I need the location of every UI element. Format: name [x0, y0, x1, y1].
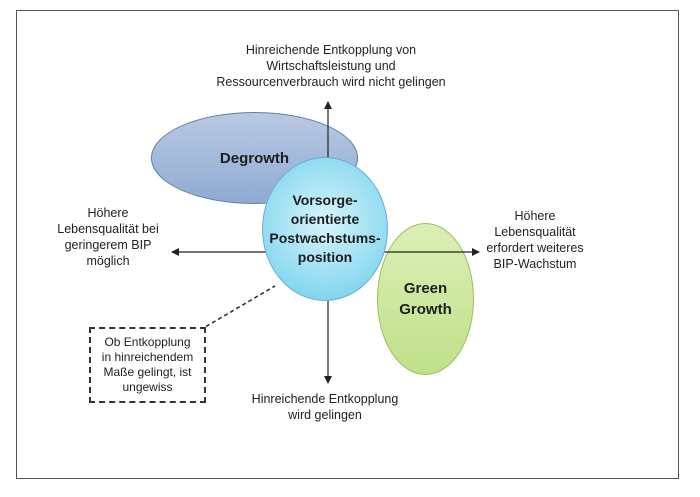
center-line-3: Postwachstums-: [269, 230, 381, 246]
left-label-line-3: geringerem BIP: [64, 238, 152, 252]
uncertainty-note-box: Ob Entkopplung in hinreichendem Maße gel…: [89, 327, 206, 403]
note-line-1: Ob Entkopplung: [104, 335, 191, 349]
note-line-3: Maße gelingt, ist: [103, 365, 192, 379]
top-axis-label: Hinreichende Entkopplung von Wirtschafts…: [200, 42, 462, 90]
note-line-2: in hinreichendem: [101, 350, 194, 364]
precaution-postgrowth-circle: Vorsorge- orientierte Postwachstums- pos…: [262, 157, 388, 301]
left-axis-label: Höhere Lebensqualität bei geringerem BIP…: [46, 205, 170, 269]
right-label-line-3: erfordert weiteres: [486, 241, 584, 255]
right-label-line-2: Lebensqualität: [494, 225, 576, 239]
left-label-line-2: Lebensqualität bei: [57, 222, 159, 236]
green-growth-ellipse: Green Growth: [377, 223, 474, 375]
top-label-line-2: Wirtschaftsleistung und: [266, 59, 396, 73]
center-line-4: position: [297, 249, 353, 265]
right-label-line-4: BIP-Wachstum: [493, 257, 577, 271]
bottom-axis-label: Hinreichende Entkopplung wird gelingen: [220, 391, 430, 423]
note-line-4: ungewiss: [122, 380, 173, 394]
bottom-label-line-1: Hinreichende Entkopplung: [251, 392, 399, 406]
center-line-2: orientierte: [290, 211, 360, 227]
top-label-line-1: Hinreichende Entkopplung von: [245, 43, 417, 57]
right-axis-label: Höhere Lebensqualität erfordert weiteres…: [480, 208, 590, 272]
center-line-1: Vorsorge-: [292, 192, 358, 208]
left-label-line-1: Höhere: [87, 206, 129, 220]
left-label-line-4: möglich: [86, 254, 130, 268]
green-growth-line-2: Growth: [399, 301, 452, 318]
green-growth-line-1: Green: [403, 280, 448, 297]
bottom-label-line-2: wird gelingen: [288, 408, 362, 422]
degrowth-label: Degrowth: [219, 149, 290, 167]
top-label-line-3: Ressourcenverbrauch wird nicht gelingen: [216, 75, 446, 89]
right-label-line-1: Höhere: [514, 209, 556, 223]
